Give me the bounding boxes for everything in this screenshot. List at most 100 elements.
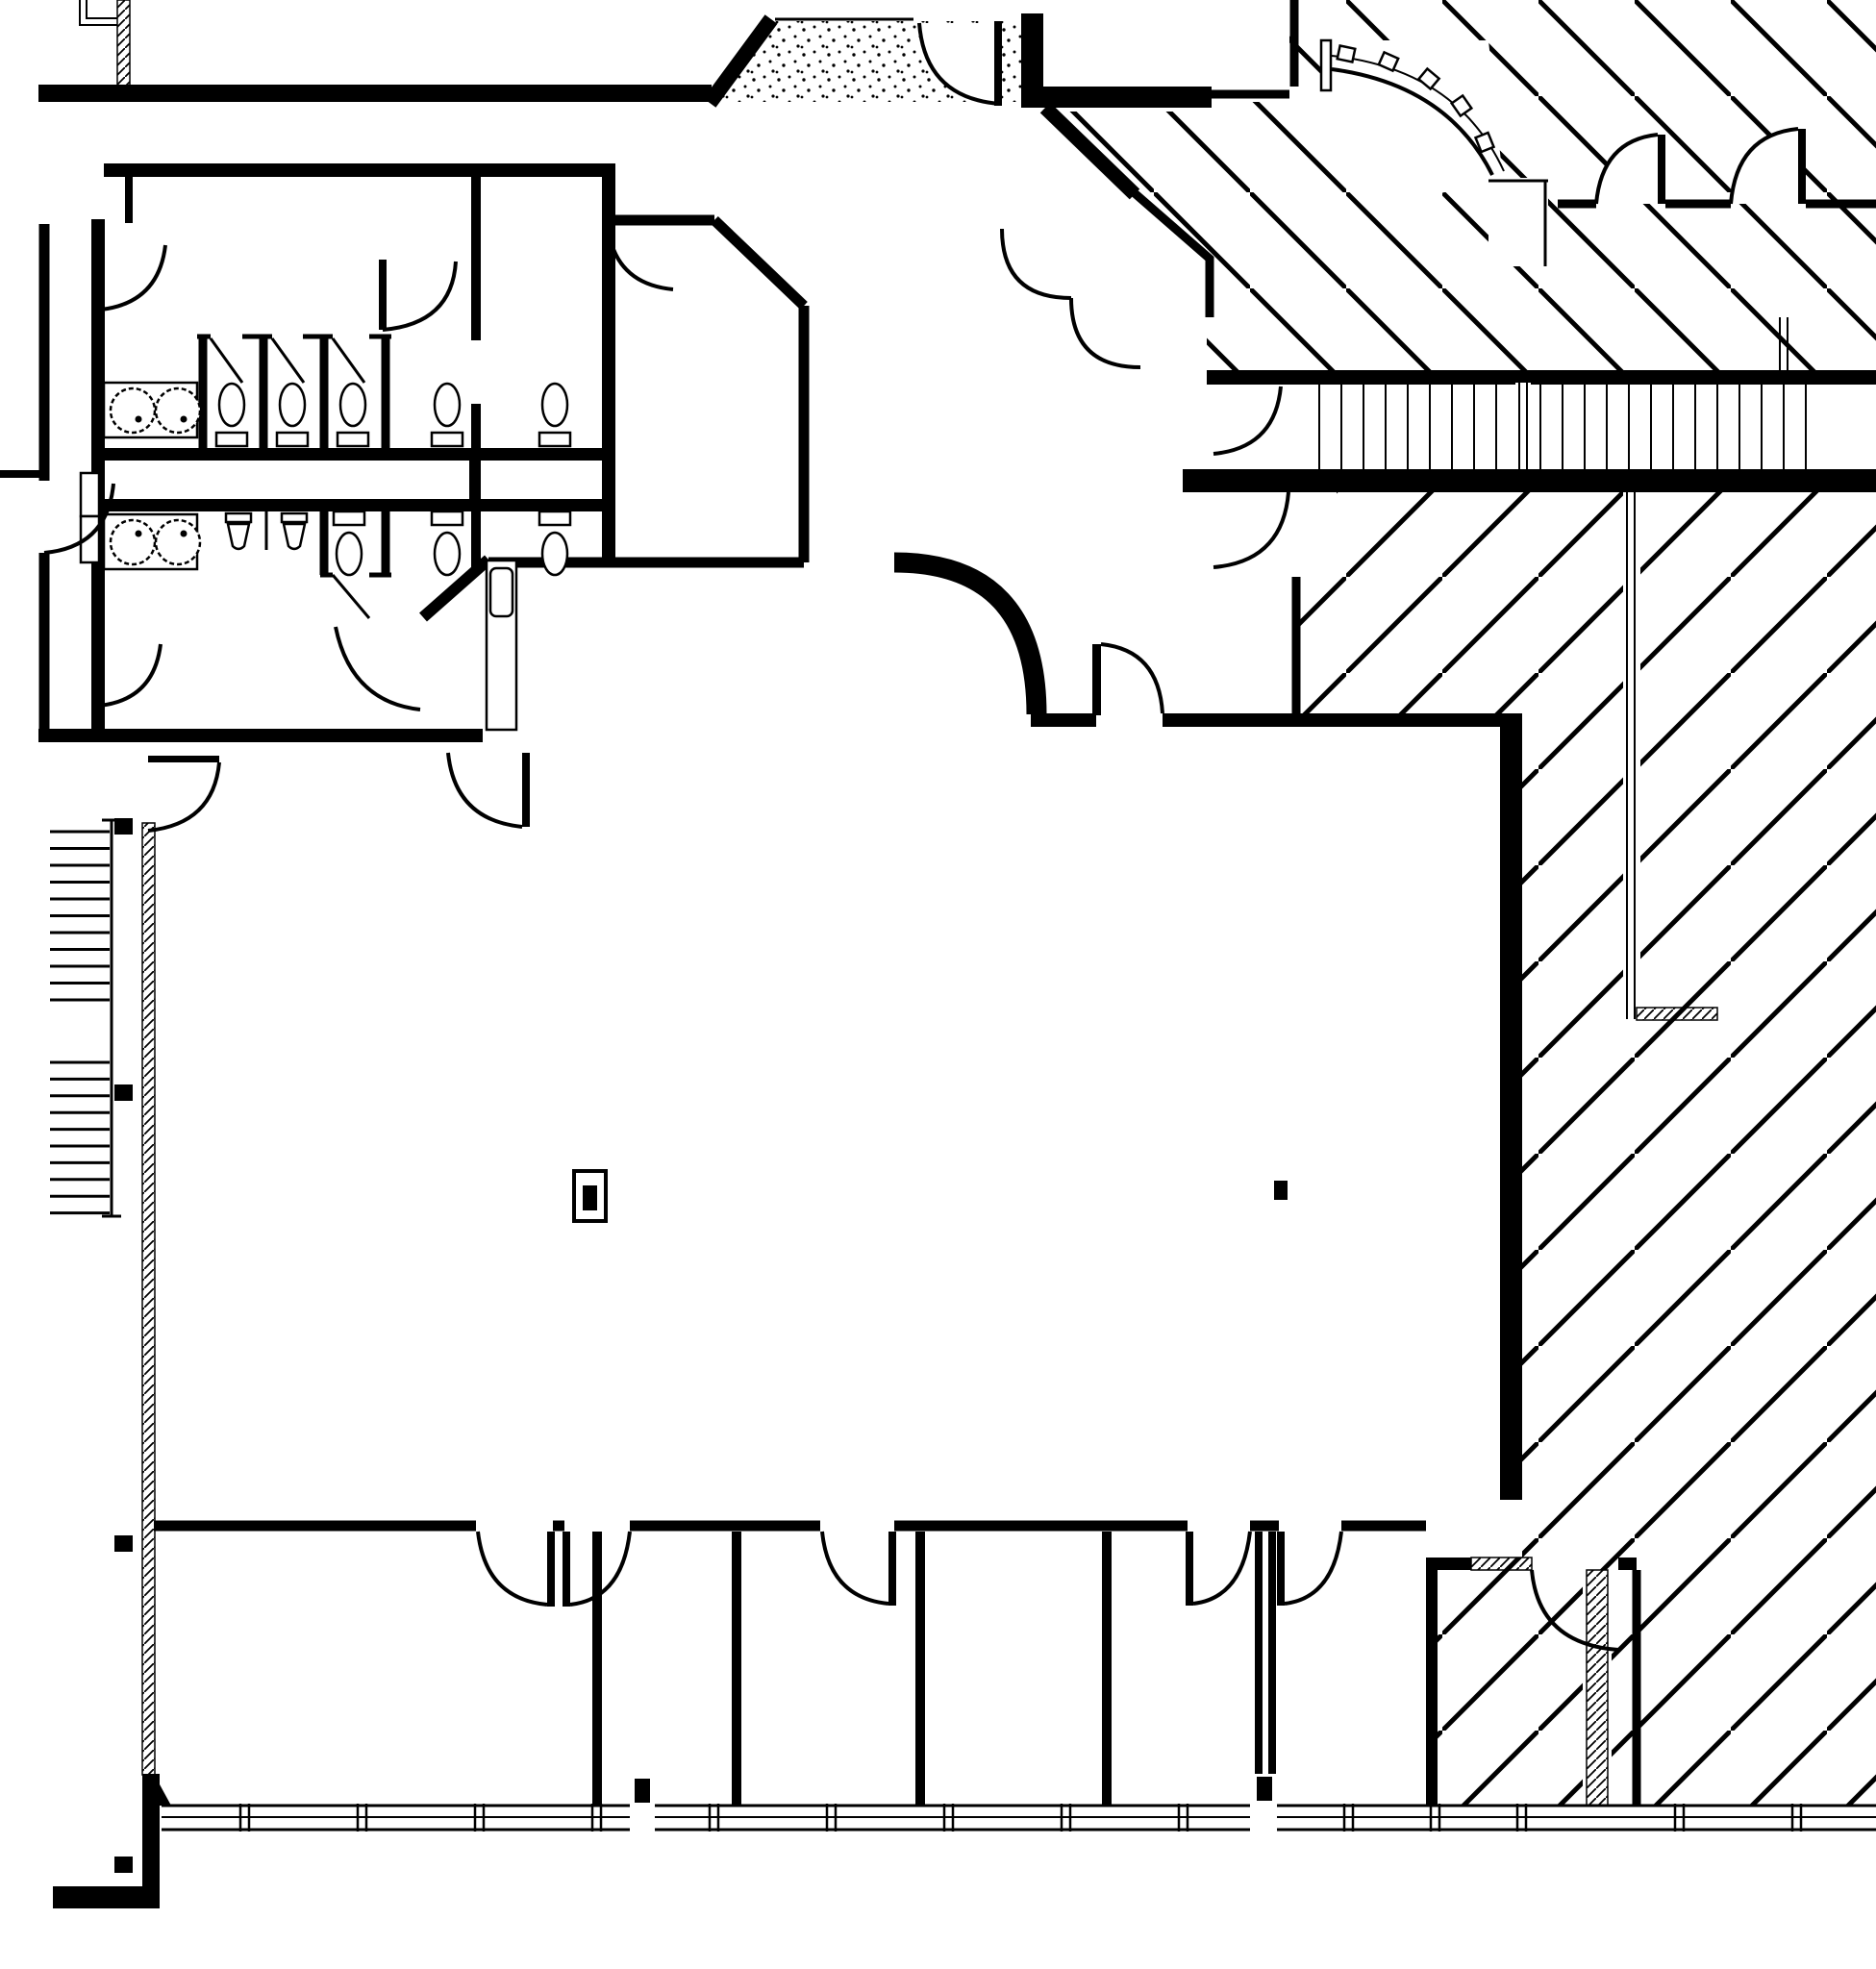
lower-band-partitions [592, 1532, 1112, 1806]
walkway-edge-line [102, 818, 121, 1218]
sink-drain [180, 530, 188, 537]
toilet-bowl [433, 531, 462, 577]
stair-north-wall [1207, 370, 1876, 385]
acc-stall-door-leaf [379, 260, 387, 330]
toilet-bowl [217, 382, 246, 428]
perimeter-column [114, 1084, 133, 1101]
stair [1213, 381, 1807, 569]
stall-fronts [197, 334, 391, 619]
restroom-mid-wall-a [471, 177, 481, 340]
perimeter-column [114, 1857, 133, 1873]
sink-icon [109, 386, 157, 435]
sw-corner-wall-h [53, 1886, 160, 1908]
band-door-swing-2 [569, 1531, 632, 1607]
toilet-tank [336, 431, 370, 448]
stair-treads [1318, 385, 1807, 469]
pocket-south-wall-a [1031, 713, 1096, 727]
counter-front-edge [1331, 67, 1494, 176]
storefront-column-1 [635, 1779, 650, 1803]
pocket-south-wall-b [1163, 713, 1522, 727]
women-restroom-door-swing [100, 244, 167, 312]
door-swing-b [1731, 129, 1806, 204]
urinal-icon [280, 511, 309, 524]
chase-wall-top [104, 448, 615, 461]
storefront [162, 1777, 1876, 1832]
doors [43, 21, 1806, 1652]
vestibule-door-swing [919, 23, 1000, 104]
storefront-column-2 [1257, 1777, 1272, 1801]
seat-icon [1377, 50, 1400, 73]
hall-door-swing [606, 223, 674, 291]
acc-stall-door-swing [382, 261, 458, 332]
sink-icon [109, 518, 157, 566]
stall-door-men [331, 574, 371, 619]
toilet-tank [538, 510, 572, 527]
corridor-slant-wall [419, 555, 492, 622]
corridor-door-leaf [522, 753, 530, 827]
seat-icon [1449, 93, 1474, 118]
toilet-tank [538, 431, 572, 448]
toilet-tank [430, 431, 464, 448]
bigroom-west-door-swing [147, 761, 221, 833]
suite-room-door-swing-2 [1729, 127, 1799, 205]
br-room-top-wall-b [1618, 1558, 1637, 1570]
vestibule-door-swing [917, 22, 1001, 106]
restroom-bottom-wall [38, 729, 483, 742]
storefront-corner-wedge [154, 1774, 171, 1806]
suite-angled-wall [1039, 102, 1140, 200]
boxed-column-core [583, 1185, 597, 1210]
vestibule-splay-wall [703, 14, 778, 108]
storefront-col-notch-1 [630, 1800, 655, 1832]
wide-partition [1255, 1532, 1276, 1774]
right-partition-sill [1636, 1007, 1718, 1021]
br-hatched-mullion [1586, 1569, 1609, 1807]
restroom-top-wall [104, 163, 615, 177]
counter-end-pocket [1488, 178, 1548, 266]
bigroom-west-door-leaf [148, 756, 219, 762]
stair-top-door-swing [1213, 386, 1283, 456]
urinal-icon [282, 522, 307, 551]
counter-pocket [1325, 40, 1502, 200]
sink-icon [154, 518, 202, 566]
right-zone-partition [1626, 492, 1636, 1019]
suite-room-door-swing-1 [1594, 133, 1659, 205]
west-window-wall [141, 822, 156, 1776]
toilet-bowl [278, 382, 307, 428]
north-wall-east [1043, 87, 1212, 108]
band-door-swing-1 [476, 1531, 548, 1607]
band-door-leaf-1 [547, 1532, 555, 1607]
seat-icon [1336, 44, 1357, 63]
band-door-leaf-3 [888, 1532, 896, 1606]
corridor-door-swing [446, 752, 523, 829]
pocket-door-swing [1100, 642, 1164, 714]
toilet-bowl [540, 531, 569, 577]
sink-drain [135, 530, 142, 537]
band-door-leaf-5 [1277, 1532, 1285, 1606]
vestibule-right-wall [1021, 13, 1043, 108]
window-wall-stub-top [116, 0, 131, 87]
restroom-mid-wall-b [471, 404, 481, 448]
columns [114, 818, 1288, 1873]
toilet-bowl [540, 382, 569, 428]
thick-wall-strokes [419, 14, 1140, 715]
toilets-upper-row [214, 382, 572, 448]
walkway-ticks [50, 830, 110, 1215]
toilet-bowl [433, 382, 462, 428]
toilet-tank [430, 510, 464, 527]
understair-door-arc [1213, 491, 1290, 569]
urinals [224, 511, 309, 551]
stud-walls [0, 0, 1876, 1806]
stair-rail-gap [1515, 383, 1531, 469]
north-wall [38, 85, 712, 102]
restroom-fixtures [79, 334, 572, 732]
br-room-top-wall-a [1426, 1558, 1471, 1570]
bigroom-east-wall [1500, 716, 1522, 1500]
left-corridor-door-swing [43, 483, 115, 555]
sinks [109, 386, 202, 566]
vestibule-door-leaf [994, 21, 1002, 106]
stair-south-wall [1183, 469, 1876, 492]
urinal-icon [224, 511, 253, 524]
perimeter-column [114, 818, 133, 835]
counter-seats [1336, 44, 1496, 154]
suite-door-swing-1 [1000, 228, 1072, 300]
